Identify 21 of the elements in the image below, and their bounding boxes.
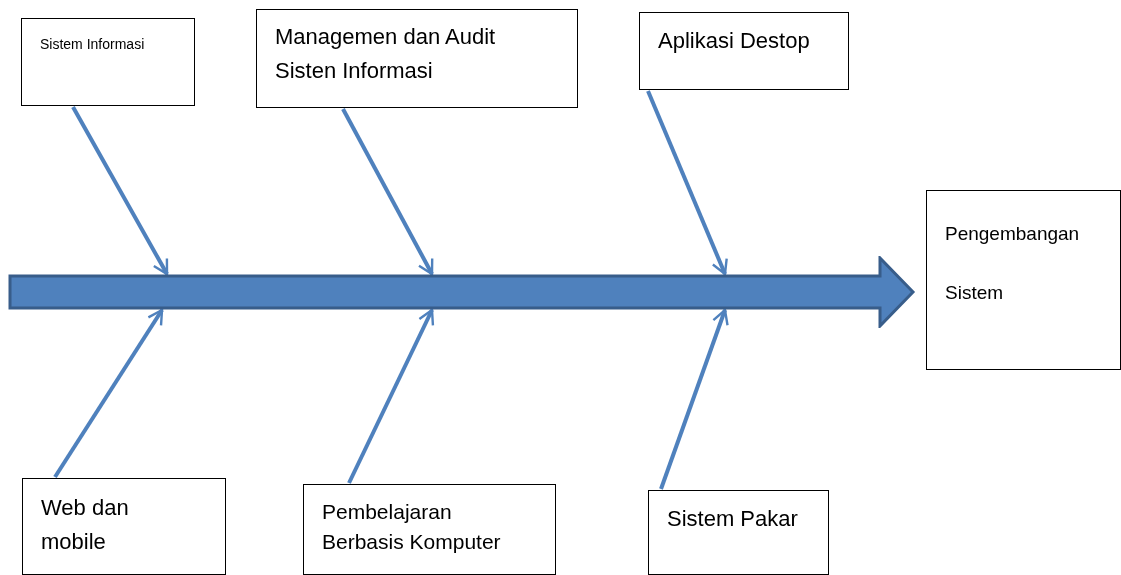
arrow	[659, 308, 729, 490]
text-box	[303, 484, 556, 575]
arrow	[646, 90, 728, 276]
arrow	[53, 308, 164, 479]
spine-arrow	[8, 256, 916, 328]
box-label: Managemen dan Audit Sisten Informasi	[275, 23, 497, 86]
text-box	[256, 9, 578, 108]
box-label: Web dan mobile	[41, 494, 130, 557]
text-box	[21, 18, 195, 106]
text-box	[22, 478, 226, 575]
arrow	[341, 108, 434, 276]
text-box	[926, 190, 1121, 370]
box-label: Pengembangan Sistem	[945, 222, 1081, 305]
text-box	[639, 12, 849, 90]
box-label: Sistem Pakar	[667, 505, 799, 533]
text-box	[648, 490, 829, 575]
box-label: Pembelajaran Berbasis Komputer	[322, 499, 502, 556]
box-label: Sistem Informasi	[40, 35, 146, 54]
arrow	[347, 308, 435, 484]
box-label: Aplikasi Destop	[658, 27, 811, 55]
arrow	[71, 106, 169, 276]
